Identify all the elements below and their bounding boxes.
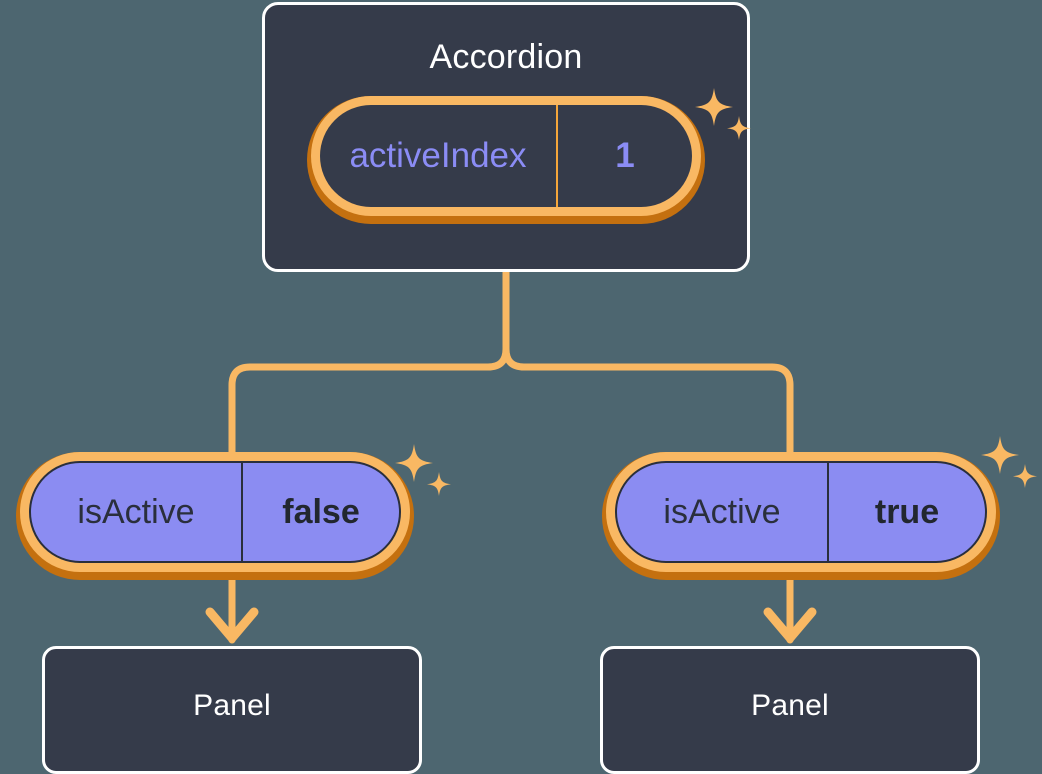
state-key-label: activeIndex — [320, 105, 558, 207]
state-value-label: true — [874, 492, 940, 531]
pill-body: isActive false — [29, 461, 401, 563]
arrowhead-right — [763, 607, 817, 643]
pill-body: isActive true — [615, 461, 987, 563]
panel-card-left[interactable]: Panel — [42, 646, 422, 774]
panel-card-right[interactable]: Panel — [600, 646, 980, 774]
state-key-label: isActive — [31, 463, 243, 561]
arrowhead-left — [205, 607, 259, 643]
wire-branch-left — [228, 345, 510, 456]
accordion-title: Accordion — [429, 38, 583, 76]
state-pill-active-index[interactable]: activeIndex 1 — [307, 96, 705, 224]
panel-title: Panel — [751, 689, 829, 722]
state-value-label: 1 — [615, 136, 635, 175]
state-value-label: false — [282, 492, 360, 531]
wire-branch-right — [502, 345, 794, 456]
state-key-label: isActive — [617, 463, 829, 561]
panel-title: Panel — [193, 689, 271, 722]
state-pill-is-active-right[interactable]: isActive true — [602, 452, 1000, 580]
state-pill-is-active-left[interactable]: isActive false — [16, 452, 414, 580]
pill-body: activeIndex 1 — [320, 105, 692, 207]
